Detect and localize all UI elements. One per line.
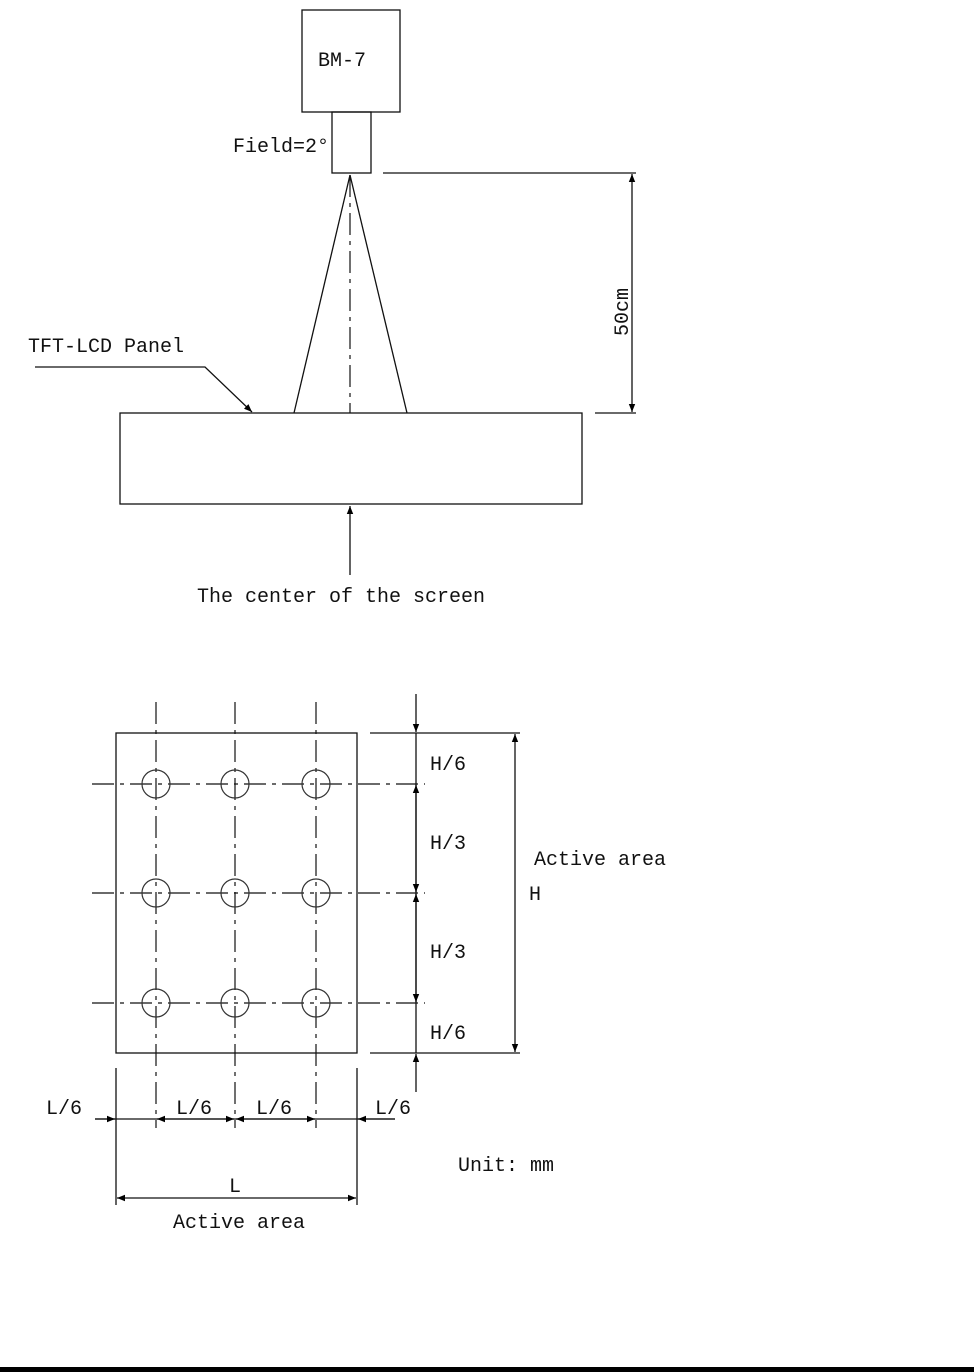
setup-diagram: BM-7 Field=2° 50cm TFT-LCD Panel The cen… <box>28 9 636 609</box>
point-8 <box>220 988 250 1018</box>
center-label: The center of the screen <box>197 586 485 609</box>
tft-lcd-panel <box>119 412 583 505</box>
distance-label: 50cm <box>612 288 635 336</box>
point-3 <box>301 769 331 799</box>
point-5 <box>220 878 250 908</box>
point-2 <box>220 769 250 799</box>
field-label: Field=2° <box>233 136 329 159</box>
h-dim-4: H/6 <box>430 1023 466 1046</box>
measurement-points <box>141 769 331 1018</box>
h-label: H <box>529 884 541 907</box>
h-dim-2: H/3 <box>430 833 466 856</box>
point-9 <box>301 988 331 1018</box>
l-dim-3: L/6 <box>256 1098 292 1121</box>
point-7 <box>141 988 171 1018</box>
active-area-vertical-label: Active area <box>534 849 666 872</box>
unit-label: Unit: mm <box>458 1155 554 1178</box>
panel-leader-arrow <box>35 366 253 413</box>
l-dim-1: L/6 <box>46 1098 82 1121</box>
point-6 <box>301 878 331 908</box>
active-area-rect <box>115 732 358 1054</box>
instrument-label: BM-7 <box>318 50 366 73</box>
field-cone-right <box>349 174 408 414</box>
meter-lens-tube <box>331 111 372 174</box>
page-bottom-rule <box>0 1367 974 1372</box>
panel-label: TFT-LCD Panel <box>28 336 184 359</box>
h-dim-3: H/3 <box>430 942 466 965</box>
measurement-points-diagram: H/6 H/3 H/3 H/6 Active area H L/6 L/6 L/… <box>46 694 666 1235</box>
grid-centerlines <box>92 702 425 1128</box>
h-dim-1: H/6 <box>430 754 466 777</box>
active-area-horizontal-label: Active area <box>173 1212 305 1235</box>
l-dim-4: L/6 <box>375 1098 411 1121</box>
point-4 <box>141 878 171 908</box>
l-label: L <box>229 1176 241 1199</box>
field-cone-left <box>293 174 351 414</box>
point-1 <box>141 769 171 799</box>
l-dim-2: L/6 <box>176 1098 212 1121</box>
